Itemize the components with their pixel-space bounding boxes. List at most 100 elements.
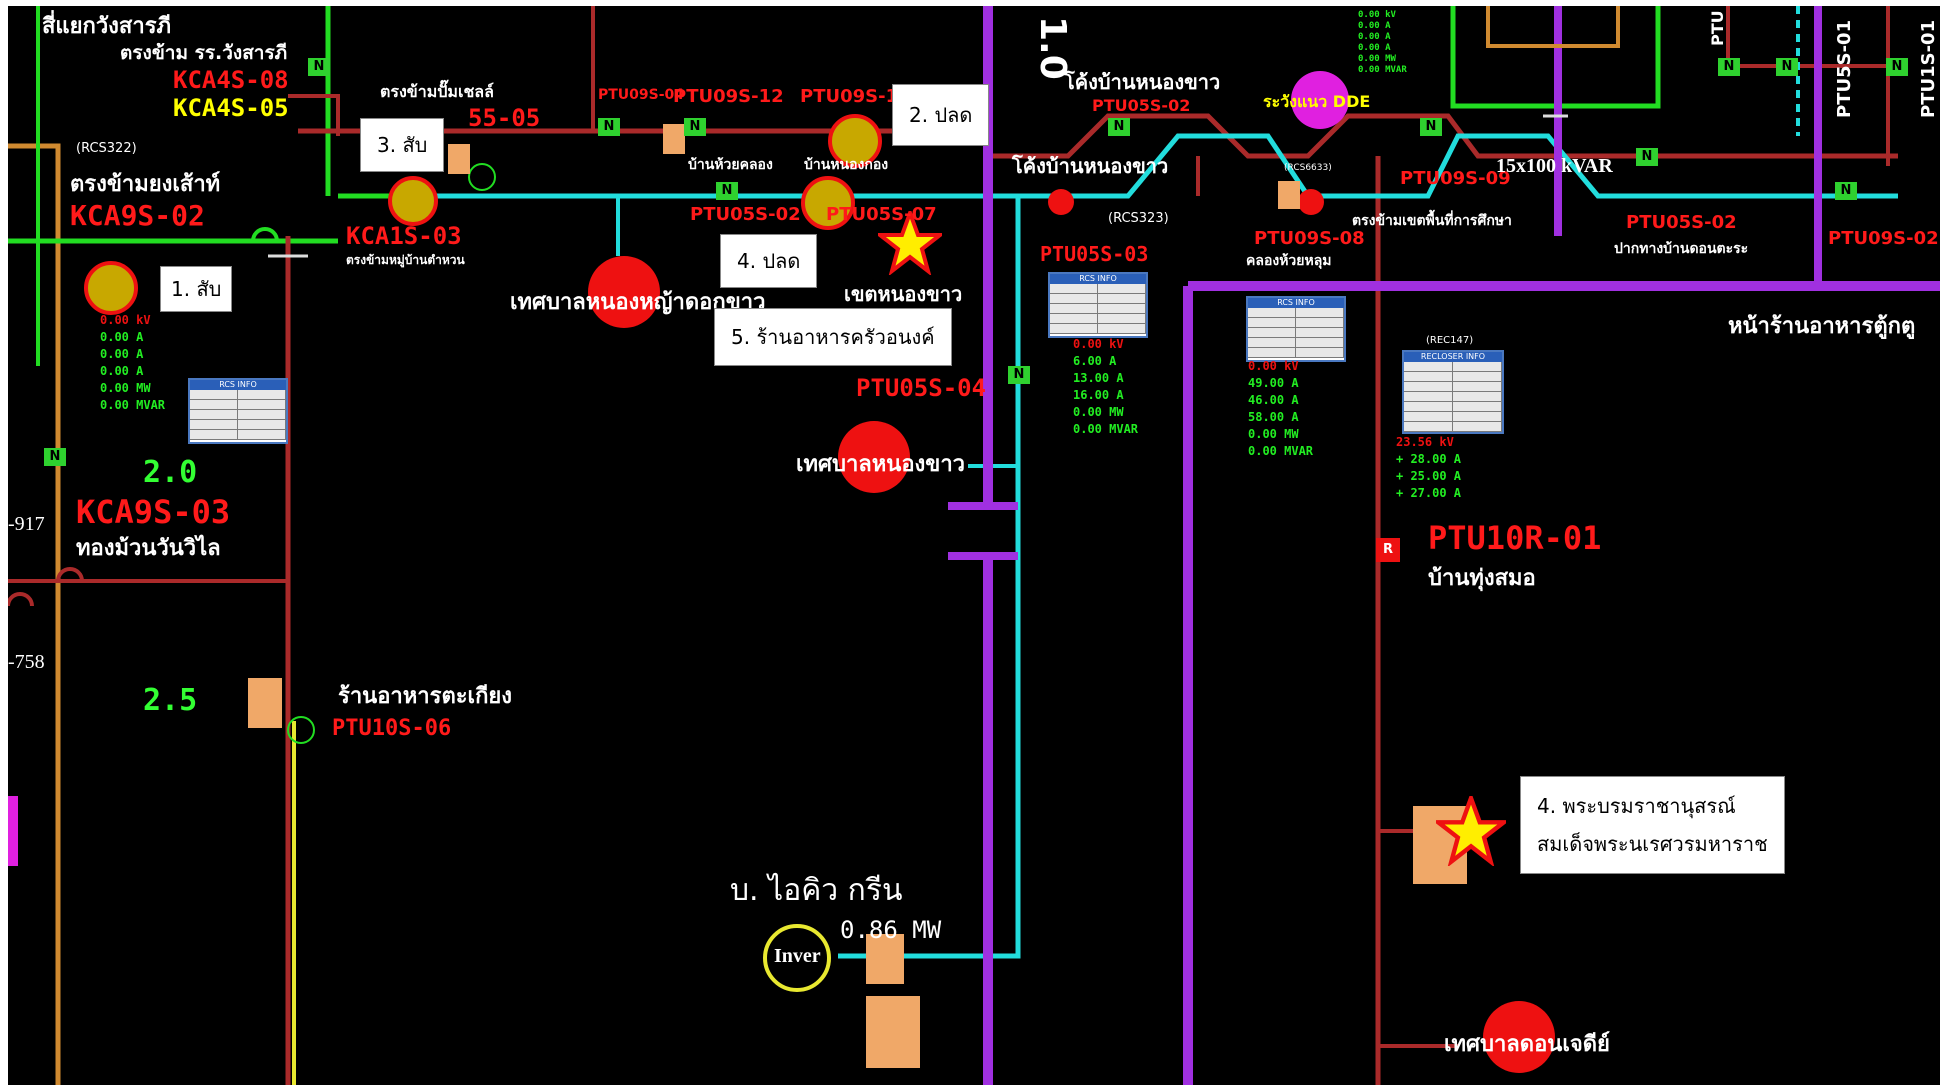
transformer-icon[interactable] — [448, 144, 470, 174]
transformer-icon[interactable] — [663, 124, 685, 154]
switch-n-icon[interactable]: N — [1718, 58, 1740, 76]
location-label: โค้งบ้านหนองขาว — [1064, 70, 1221, 94]
callout-line: 4. พระบรมราชานุสรณ์ — [1537, 794, 1736, 818]
station-marker[interactable] — [588, 256, 660, 328]
switch-n-icon[interactable]: N — [1835, 182, 1857, 200]
device-id-label: PTU05S-04 — [856, 374, 987, 402]
switch-n-icon[interactable]: N — [1108, 118, 1130, 136]
station-marker[interactable] — [1483, 1001, 1555, 1073]
station-marker[interactable] — [838, 421, 910, 493]
device-id-label: PTU10R-01 — [1428, 519, 1602, 557]
location-label: ตรงข้ามเขตพื้นที่การศึกษา — [1352, 213, 1512, 229]
rcs-info-panel[interactable]: RCS INFO — [188, 378, 288, 444]
callout-step-3: 3. สับ — [360, 118, 445, 172]
device-id-label: KCA9S-03 — [76, 493, 231, 531]
scada-single-line-diagram: N N N N N N N N N N N N N R RCS INFO RCS… — [8, 6, 1940, 1085]
location-label: บ้านห้วยคลอง — [688, 157, 773, 173]
switch-n-icon[interactable]: N — [1776, 58, 1798, 76]
switch-highlight[interactable] — [388, 176, 438, 226]
recloser-info-panel[interactable]: RECLOSER INFO — [1402, 350, 1504, 434]
switch-n-icon[interactable]: N — [1008, 366, 1030, 384]
load-switch-icon[interactable] — [468, 163, 496, 191]
switch-n-icon[interactable]: N — [1420, 118, 1442, 136]
panel-title: RCS INFO — [1248, 298, 1344, 308]
location-label: ทองม้วนวันวิไล — [76, 536, 221, 561]
load-switch-icon[interactable] — [1048, 189, 1074, 215]
feeder-lines — [8, 6, 1940, 1085]
callout-line: สมเด็จพระนเรศวรมหาราช — [1537, 832, 1768, 856]
location-label: บ้านทุ่งสมอ — [1428, 566, 1536, 591]
switch-n-icon[interactable]: N — [1636, 148, 1658, 166]
magenta-marker — [8, 796, 18, 866]
location-label: ตรงข้าม รร.วังสารภี — [120, 42, 288, 64]
switch-n-icon[interactable]: N — [308, 58, 330, 76]
load-switch-icon[interactable] — [287, 716, 315, 744]
rcs-info-panel[interactable]: RCS INFO — [1246, 296, 1346, 362]
device-id-label: PTU09S-02 — [1828, 228, 1939, 249]
switch-n-icon[interactable]: N — [44, 448, 66, 466]
switch-highlight[interactable] — [828, 114, 882, 168]
location-label: ตรงข้ามยงเส้าท์ — [70, 172, 221, 197]
device-id-label: PTU5S-01 — [1834, 19, 1855, 118]
crossover-arc — [56, 567, 84, 582]
red-feeder-line — [288, 94, 340, 136]
transformer-icon[interactable] — [866, 934, 904, 984]
location-label: เทศบาลหนองขาว — [796, 452, 966, 477]
panel-title: RCS INFO — [190, 380, 286, 390]
device-id-label: KCA4S-05 — [173, 94, 289, 122]
location-label: โค้งบ้านหนองขาว — [1012, 154, 1169, 178]
switch-highlight[interactable] — [84, 261, 138, 315]
transformer-icon[interactable] — [866, 996, 920, 1068]
rcs-label: (RCS6633) — [1284, 163, 1332, 173]
crossover-arc — [251, 227, 279, 242]
device-id-label: PTU1S-01 — [1918, 19, 1939, 118]
star-marker-icon — [878, 211, 942, 275]
rcs-label: (RCS323) — [1108, 211, 1169, 226]
switch-n-icon[interactable]: N — [684, 118, 706, 136]
location-label: สี่แยกวังสารภี — [42, 14, 172, 39]
transformer-icon[interactable] — [248, 678, 282, 728]
rcs-info-panel[interactable]: RCS INFO — [1048, 272, 1148, 338]
location-label: ตรงข้ามหมู่บ้านตำหวน — [346, 253, 465, 267]
red-feeder-line — [1726, 6, 1898, 68]
switch-n-icon[interactable]: N — [1886, 58, 1908, 76]
line-number-label: -917 — [8, 513, 45, 535]
panel-title: RCS INFO — [1050, 274, 1146, 284]
device-id-label: PTU09S-08 — [1254, 228, 1365, 249]
callout-monument: 4. พระบรมราชานุสรณ์ สมเด็จพระนเรศวรมหารา… — [1520, 776, 1785, 874]
location-label: บ. ไอคิว กรีน — [730, 873, 903, 908]
device-id-label: PTU05S-02 — [690, 204, 801, 225]
orange-feeder-line — [8, 143, 61, 1085]
location-label: เขตหนองขาว — [844, 282, 963, 306]
crossover-arc — [8, 592, 34, 607]
line-number-label: -758 — [8, 651, 45, 673]
transformer-icon[interactable] — [1278, 181, 1300, 209]
device-id-label: PTU10S-06 — [332, 716, 452, 741]
inverter-symbol[interactable] — [763, 924, 831, 992]
location-label: ระวังแนว DDE — [1263, 92, 1371, 111]
location-label: บ้านหนองกอง — [804, 157, 889, 173]
capacitor-label: 15x100 kVAR — [1496, 155, 1613, 177]
orange-feeder-line — [1486, 6, 1620, 48]
callout-step-2: 2. ปลด — [892, 84, 990, 146]
location-label: คลองห้วยหลุม — [1246, 253, 1332, 269]
recloser-r-icon[interactable]: R — [1376, 538, 1400, 562]
device-id-label: PTU09S-12 — [673, 86, 784, 107]
device-id-label: PTU09S-04 — [598, 87, 685, 103]
location-label: เทศบาลดอนเจดีย์ — [1444, 1032, 1610, 1057]
switch-highlight[interactable] — [801, 176, 855, 230]
dde-marker[interactable] — [1291, 71, 1349, 129]
inverter-label: Inver — [774, 945, 821, 967]
bus-number-label: 2.0 — [143, 455, 198, 490]
switch-n-icon[interactable]: N — [716, 182, 738, 200]
device-id-label: PTU05S-02 — [1092, 96, 1191, 115]
load-switch-icon[interactable] — [1298, 189, 1324, 215]
location-label: ตรงข้ามปั๊มเชลล์ — [380, 82, 494, 101]
switch-n-icon[interactable]: N — [598, 118, 620, 136]
device-id-label: PTU — [1708, 10, 1727, 46]
device-id-label: PTU05S-07 — [826, 204, 937, 225]
